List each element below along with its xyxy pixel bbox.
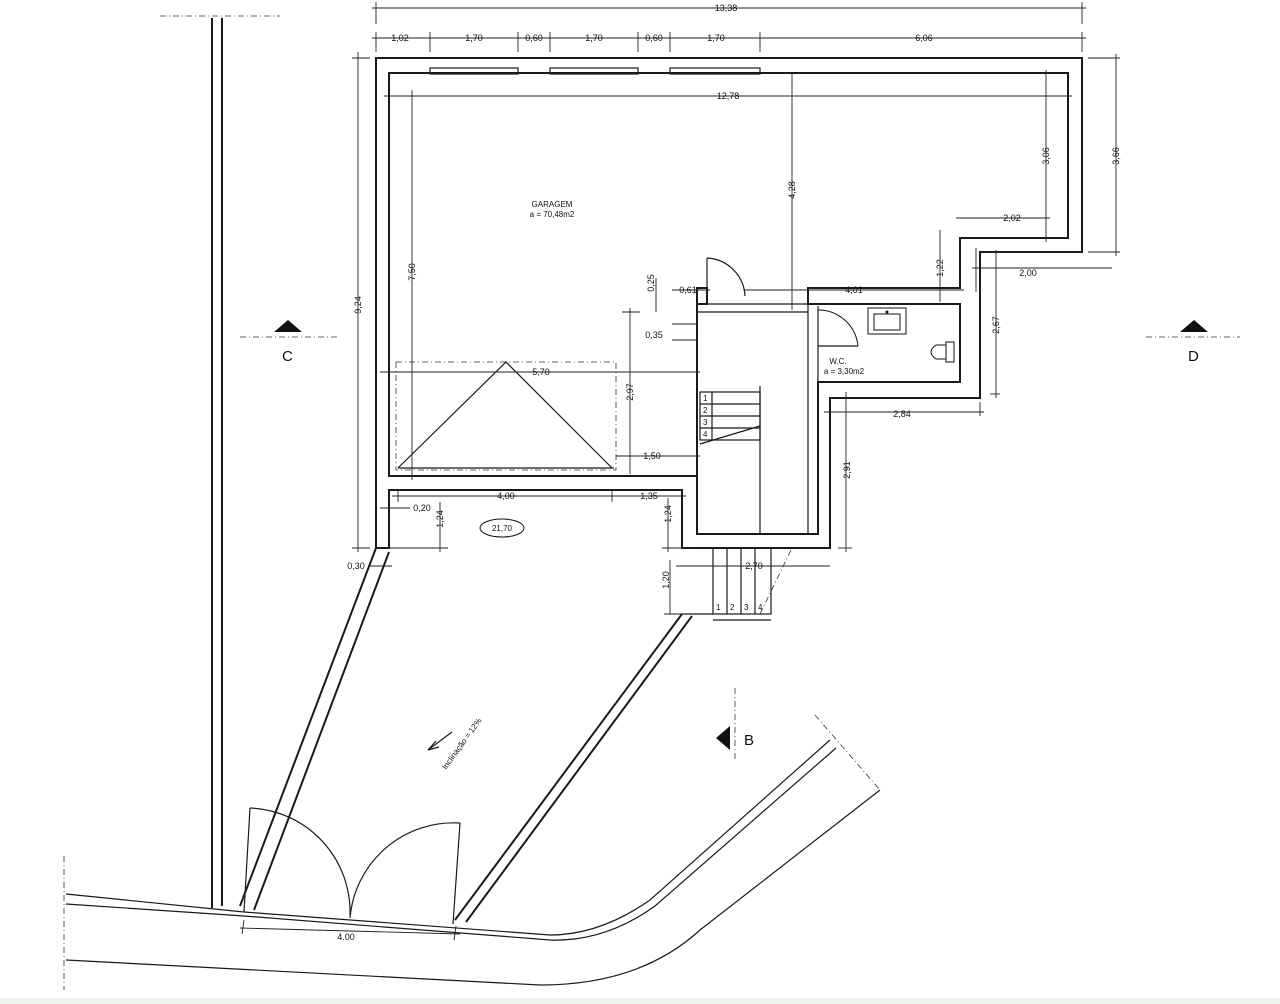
section-c-label: C: [282, 348, 293, 365]
stair-step-label: 3: [703, 418, 708, 427]
section-marker-d: D: [1146, 320, 1240, 365]
dim-right-height: 3,66: [1111, 147, 1121, 165]
dimension-lines: [239, 2, 1120, 941]
ramp: [239, 547, 713, 923]
dim-top: 1,70: [707, 33, 725, 43]
stair-step-label: 4: [703, 430, 708, 439]
garage-area: a = 70,48m2: [530, 210, 575, 219]
level-marker: 21,70: [479, 518, 525, 538]
dim-gate-width: 4.00: [337, 932, 355, 942]
interior-door: [706, 257, 746, 304]
dim-inner-width: 12,78: [717, 91, 740, 101]
garage-name: GARAGEM: [532, 200, 573, 209]
dim-0-20: 0,20: [413, 503, 431, 513]
wc-area: a = 3,30m2: [824, 367, 865, 376]
dim-4-01: 4,01: [845, 285, 863, 295]
site-boundary: [63, 15, 881, 990]
stair-step-label: 4: [758, 603, 763, 612]
interior-stair: 1 2 3 4: [699, 391, 761, 445]
dim-1-24: 1,24: [435, 510, 445, 528]
dim-1-35: 1,35: [640, 491, 658, 501]
wc-name: W.C.: [829, 357, 846, 366]
stair-step-label: 2: [730, 603, 735, 612]
section-marker-c: C: [240, 320, 338, 365]
slope-arrow: Inclinação = 12%: [427, 716, 484, 771]
dim-top: 0,60: [525, 33, 543, 43]
dim-0-25: 0,25: [646, 274, 656, 292]
dim-car-height: 2,97: [625, 383, 635, 401]
dim-top: 1,70: [465, 33, 483, 43]
dim-2-84: 2,84: [893, 409, 911, 419]
slope-label: Inclinação = 12%: [440, 716, 483, 771]
dim-center-height: 4,28: [787, 181, 797, 199]
building-walls: [375, 57, 1083, 549]
dim-0-30: 0,30: [347, 561, 365, 571]
dim-2-67: 2,67: [991, 316, 1001, 334]
dim-2-91: 2,91: [842, 461, 852, 479]
dim-left-height: 9,24: [353, 296, 363, 314]
stair-step-label: 2: [703, 406, 708, 415]
dim-top: 0,60: [645, 33, 663, 43]
entrance-gates: [243, 807, 461, 925]
dim-0-35: 0,35: [645, 330, 663, 340]
stair-step-label: 1: [716, 603, 721, 612]
dim-top: 1,02: [391, 33, 409, 43]
toilet-icon: [930, 341, 955, 363]
dim-top: 6,06: [915, 33, 933, 43]
exterior-stair: 1 2 3 4: [712, 547, 793, 621]
dim-1-20: 1,20: [661, 571, 671, 589]
stair-step-label: 1: [703, 394, 708, 403]
section-b-label: B: [744, 732, 754, 749]
dim-1-22: 1,22: [935, 259, 945, 277]
car-outline: [395, 361, 617, 471]
dim-2-00: 2,00: [1019, 268, 1037, 278]
dim-1-50: 1,50: [643, 451, 661, 461]
section-d-label: D: [1188, 348, 1199, 365]
dimension-labels: 13,38 1,02 1,70 0,60 1,70 0,60 1,70 6,06…: [337, 3, 1121, 942]
sink-icon: [867, 307, 907, 335]
dim-right-inner-height: 3,06: [1041, 147, 1051, 165]
dim-car-width: 5,70: [532, 367, 550, 377]
dim-2-02: 2,02: [1003, 213, 1021, 223]
wc-fixtures: [817, 307, 955, 363]
page-footer-strip: [0, 998, 1280, 1004]
dim-overall-width: 13,38: [715, 3, 738, 13]
stair-step-label: 3: [744, 603, 749, 612]
dim-0-61: 0,61: [679, 285, 697, 295]
dim-door-width: 4,00: [497, 491, 515, 501]
level-marker-text: 21,70: [492, 524, 513, 533]
dim-top: 1,70: [585, 33, 603, 43]
dim-2-70: 2,70: [745, 561, 763, 571]
dim-1-24: 1,24: [663, 505, 673, 523]
section-marker-b: B: [716, 688, 754, 760]
dim-inner-left-height: 7,50: [407, 263, 417, 281]
